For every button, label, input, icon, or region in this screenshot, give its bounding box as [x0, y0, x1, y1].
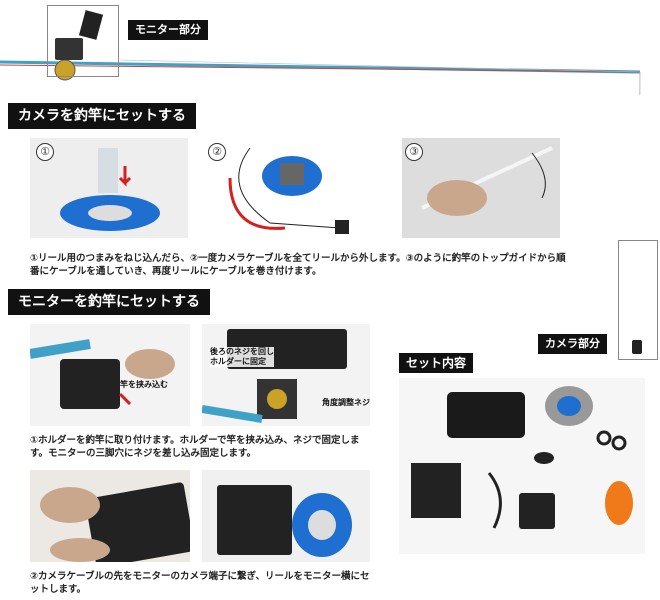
- section2-title: モニターを釣竿にセットする: [8, 289, 210, 315]
- camera-part-label: カメラ部分: [538, 334, 607, 354]
- step3-photo: [402, 138, 560, 238]
- rod-clamp-label: 竿を挟み込む: [120, 380, 168, 389]
- monitor-highlight-box: [47, 5, 119, 77]
- step2-number: ②: [208, 143, 226, 161]
- step1-number: ①: [36, 143, 54, 161]
- section2-caption2: ②カメラケーブルの先をモニターのカメラ端子に繋ぎ、リールをモニター横にセットしま…: [30, 571, 370, 595]
- section2-caption1: ①ホルダーを釣竿に取り付けます。ホルダーで竿を挟み込み、ネジで固定します。モニタ…: [30, 435, 360, 459]
- step3-number: ③: [405, 143, 423, 161]
- set-contents-photo: [399, 378, 645, 554]
- angle-screw-label: 角度調整ネジ: [322, 398, 370, 407]
- step1-photo: [30, 138, 188, 238]
- reel-side-photo: [202, 470, 370, 562]
- monitor-part-label: モニター部分: [128, 20, 208, 40]
- holder-clamp-photo: [30, 324, 190, 426]
- section1-title: カメラを釣竿にセットする: [8, 103, 196, 129]
- camera-icon: [632, 340, 642, 354]
- set-contents-title: セット内容: [399, 353, 474, 373]
- screw-note-label: 後ろのネジを回し ホルダーに固定: [210, 347, 274, 367]
- monitor-mount-photo: [202, 324, 370, 426]
- section1-caption: ①リール用のつまみをねじ込んだら、②一度カメラケーブルを全てリールから外します。…: [30, 253, 566, 277]
- step2-photo: [210, 138, 370, 238]
- camera-highlight-box: [618, 240, 658, 360]
- cable-connect-photo: [30, 470, 190, 562]
